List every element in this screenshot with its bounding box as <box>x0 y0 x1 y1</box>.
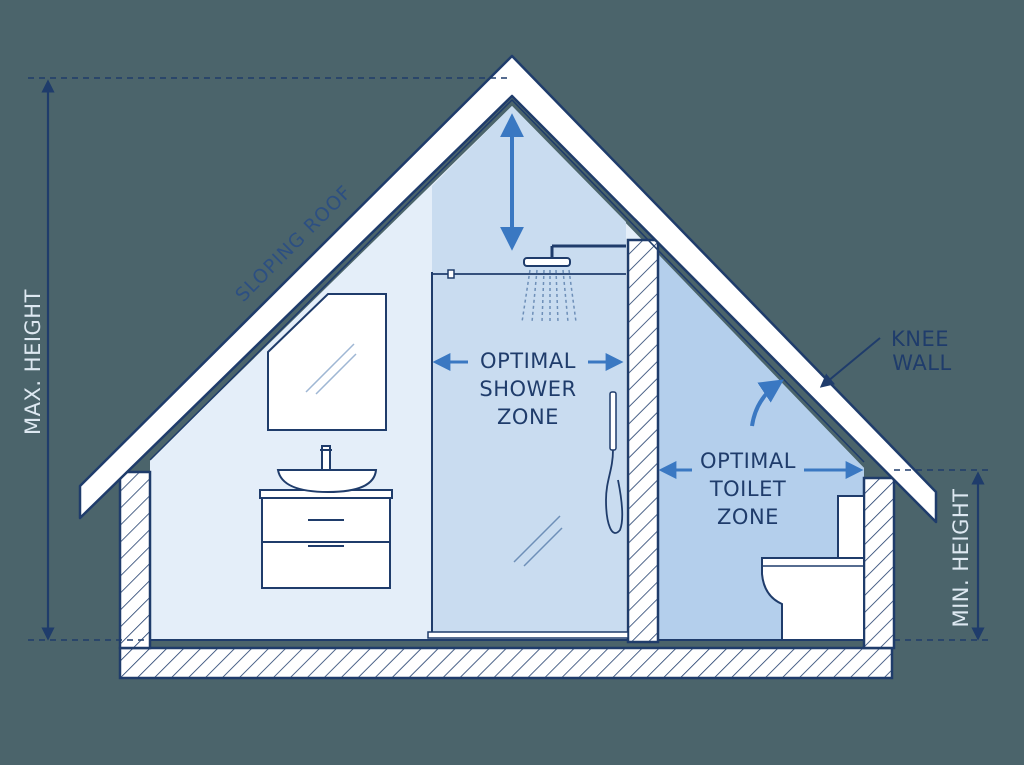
knee-wall-label-line1: KNEE <box>891 327 949 351</box>
toilet-zone-label-line3: ZONE <box>717 505 779 529</box>
toilet-zone-area <box>658 254 864 640</box>
shower-head <box>521 244 626 323</box>
knee-wall-label-line2: WALL <box>892 351 951 375</box>
knee-wall-pointer <box>819 337 881 388</box>
floor-slab <box>118 646 894 680</box>
toilet-zone-label-line2: TOILET <box>709 477 786 501</box>
toilet <box>761 495 865 641</box>
sink-basin <box>276 445 378 494</box>
mirror-glint <box>315 353 357 395</box>
partition-wall <box>626 238 660 644</box>
shower-zone-label-line1: OPTIMAL <box>480 349 576 373</box>
vanity-unit <box>259 489 393 589</box>
shower-zone-area <box>432 106 626 638</box>
left-knee-wall <box>118 470 152 650</box>
toilet-zone-label-line1: OPTIMAL <box>700 449 796 473</box>
sloping-roof <box>78 54 938 524</box>
shower-zone-label-line2: SHOWER <box>479 377 576 401</box>
roof-inner-edge <box>149 98 865 463</box>
mirror-glint <box>305 343 355 393</box>
right-knee-wall <box>862 476 896 650</box>
mirror <box>267 293 387 431</box>
shower-enclosure <box>427 269 629 639</box>
shower-zone-label-line3: ZONE <box>497 405 559 429</box>
min-height-label: MIN. HEIGHT <box>949 488 973 627</box>
max-height-label: MAX. HEIGHT <box>21 289 45 435</box>
hand-shower <box>605 391 624 534</box>
toilet-height-curved-arrow <box>750 379 784 427</box>
